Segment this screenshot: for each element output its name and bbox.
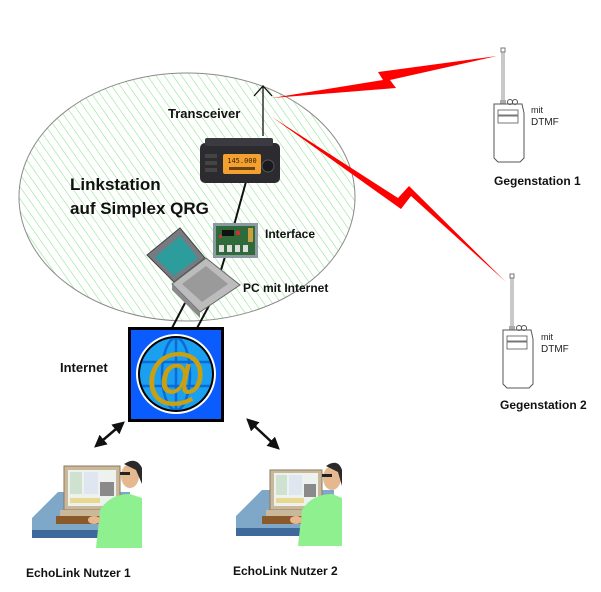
- interface-label: Interface: [265, 227, 315, 241]
- radio-link-1: [272, 56, 497, 98]
- station-2-note-line2: DTMF: [541, 344, 569, 355]
- link-arrow-user-1: [94, 421, 125, 448]
- internet-label: Internet: [60, 360, 108, 375]
- transceiver-display: 145.000: [227, 157, 257, 165]
- handheld-radio-1-icon: [493, 47, 525, 163]
- lightning-bolt-icon: [272, 117, 506, 282]
- linkstation-title-line2: auf Simplex QRG: [70, 199, 209, 218]
- transceiver-antenna: [253, 85, 273, 136]
- pc-label: PC mit Internet: [243, 281, 328, 295]
- at-sign-glyph: @: [146, 341, 206, 410]
- station-1-note-line2: DTMF: [531, 117, 559, 128]
- station-1-note-line1: mit: [531, 105, 543, 115]
- station-2-name: Gegenstation 2: [500, 398, 587, 412]
- echolink-user-2-label: EchoLink Nutzer 2: [233, 564, 338, 578]
- internet-icon: @: [128, 327, 224, 422]
- echolink-user-1-icon: [32, 460, 142, 548]
- lightning-bolt-icon: [272, 56, 497, 98]
- echolink-user-2-icon: [236, 462, 342, 546]
- interface-board-icon: [213, 223, 258, 258]
- station-2-note-line1: mit: [541, 332, 553, 342]
- cable-pc-to-internet: [171, 302, 186, 329]
- transceiver-icon: 145.000: [200, 138, 280, 183]
- link-arrow-user-2: [246, 418, 280, 450]
- laptop-icon: [146, 227, 241, 318]
- echolink-user-1-label: EchoLink Nutzer 1: [26, 566, 131, 580]
- linkstation-coverage-area: [18, 72, 356, 322]
- transceiver-label: Transceiver: [168, 106, 240, 121]
- handheld-radio-2-icon: [502, 273, 534, 389]
- station-1-name: Gegenstation 1: [494, 174, 581, 188]
- linkstation-title-line1: Linkstation: [70, 175, 161, 194]
- radio-link-2: [272, 117, 506, 282]
